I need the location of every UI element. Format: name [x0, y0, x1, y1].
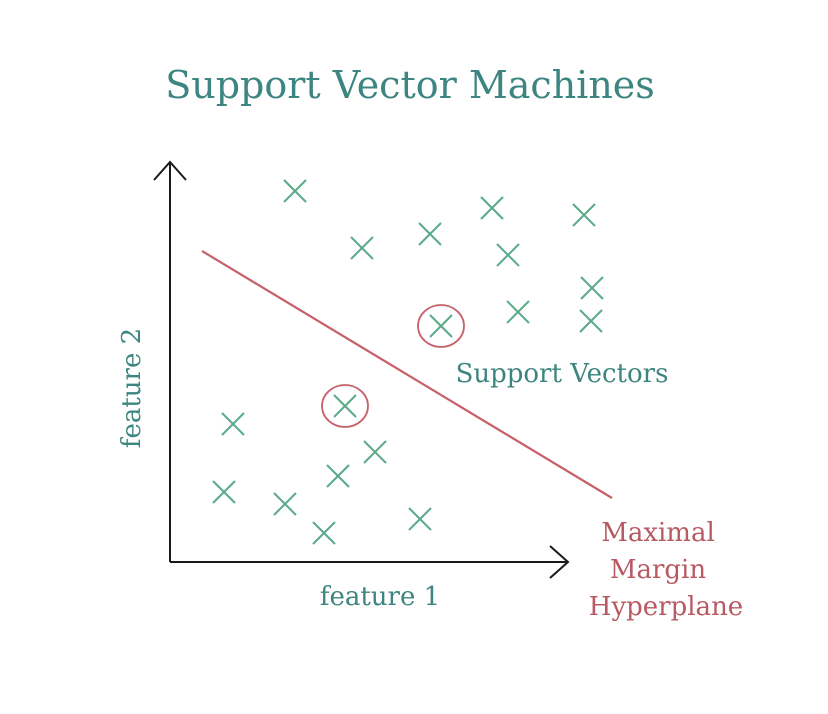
data-point-marker: [579, 309, 603, 333]
data-point-marker: [326, 464, 350, 488]
support-vector-circle: [417, 304, 465, 348]
data-point-marker: [333, 394, 357, 418]
data-point-marker: [496, 243, 520, 267]
data-point-marker: [350, 236, 374, 260]
data-point-marker: [273, 492, 297, 516]
diagram-title: Support Vector Machines: [165, 63, 655, 107]
data-point-marker: [506, 300, 530, 324]
data-point-marker: [580, 276, 604, 300]
y-axis-arrowhead: [153, 160, 187, 181]
support-vector-circle: [321, 384, 369, 428]
data-point-marker: [212, 480, 236, 504]
hyperplane-label-line-3: Hyperplane: [589, 592, 743, 622]
data-point-marker: [312, 521, 336, 545]
hyperplane-label-line-2: Margin: [610, 555, 707, 585]
data-point-marker: [363, 440, 387, 464]
maximal-margin-hyperplane: [201, 250, 613, 499]
data-point-marker: [429, 314, 453, 338]
data-point-marker: [418, 222, 442, 246]
axes: [153, 160, 570, 579]
x-axis-label: feature 1: [320, 582, 440, 612]
data-point-marker: [572, 203, 596, 227]
data-point-marker: [283, 179, 307, 203]
data-point-marker: [480, 196, 504, 220]
data-point-marker: [221, 412, 245, 436]
x-axis-arrowhead: [549, 545, 570, 579]
data-point-marker: [408, 507, 432, 531]
hyperplane-label-line-1: Maximal: [601, 518, 715, 548]
data-points: [212, 179, 604, 545]
support-vectors-label: Support Vectors: [456, 359, 669, 389]
y-axis-label: feature 2: [117, 328, 147, 448]
